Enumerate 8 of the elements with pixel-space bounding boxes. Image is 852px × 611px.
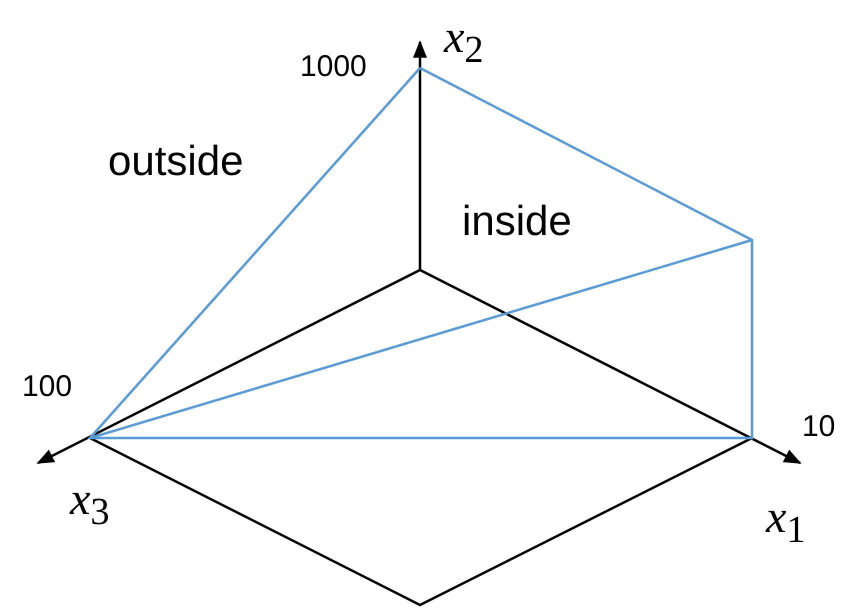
region-label: outside [108, 140, 244, 182]
axis-label: x$_{2}$ [444, 14, 484, 70]
axis-label: x$_{1}$ [766, 494, 806, 550]
region-label: inside [462, 200, 572, 242]
tick-label: 1000 [300, 52, 367, 82]
tick-label: 100 [22, 372, 72, 402]
tick-label: 10 [802, 412, 836, 442]
axis-label: x$_{3}$ [70, 476, 110, 532]
